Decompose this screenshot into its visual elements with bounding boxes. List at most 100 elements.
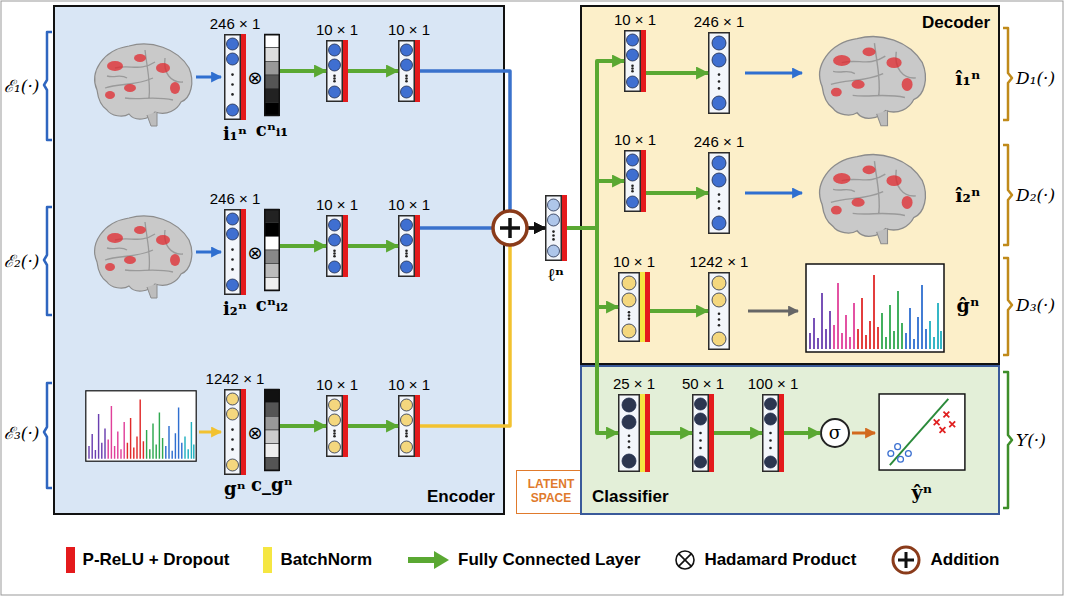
connector [420,228,545,229]
ellipsis-dot [231,448,234,451]
legend-swatch [66,547,75,573]
legend-symbol [674,549,696,571]
unit [712,96,726,110]
prelu-bar [779,394,784,472]
dimension-label: 246 × 1 [694,133,744,150]
vector-graphic [398,40,420,102]
weight-cell [265,61,280,75]
weight-cell [265,102,280,116]
ellipsis-dot [631,187,634,190]
vector-graphic [762,394,784,472]
vector-layer: 1242 × 1gⁿ [224,389,246,475]
unit [712,173,726,187]
prelu-bar [645,272,650,342]
ellipsis-dot [631,70,634,73]
dimension-label: 10 × 1 [614,11,656,28]
weight-graphic [264,209,280,291]
panel: Classifier25 × 150 × 1100 × 1σ [580,365,1000,515]
dimension-label: 10 × 1 [316,196,358,213]
unit [227,459,239,471]
ellipsis-dot [333,252,336,255]
ellipsis-dot [405,432,408,435]
unit [712,293,726,307]
connector [650,311,708,312]
vector-layer: 10 × 1 [398,215,420,277]
unit [765,413,777,425]
legend-text: Fully Connected Layer [458,550,640,570]
connector-line [527,227,545,230]
ellipsis-dot [231,93,234,96]
panel-title: Classifier [592,487,669,507]
ellipsis-dot [405,80,408,83]
ellipsis-dot [718,324,721,327]
weight-cell [265,389,280,403]
unit [401,219,413,231]
unit [548,199,560,211]
ellipsis-dot [628,318,631,321]
weight-cell [265,250,280,264]
legend-text: Addition [930,550,999,570]
connector-line [420,71,510,211]
prelu-bar [415,215,420,277]
vector-symbol: cⁿᵢ₂ [256,294,289,315]
legend-text: BatchNorm [280,550,372,570]
unit [622,293,636,307]
dimension-label: 10 × 1 [388,196,430,213]
connector-line [348,244,398,248]
unit [627,34,639,46]
brackets [44,28,1012,508]
ellipsis-dot [631,67,634,70]
fc-arrow-symbol [406,549,450,571]
connector [567,228,618,307]
vector-symbol: ℓⁿ [548,264,564,286]
vector-graphic [326,40,348,102]
unit [227,104,239,116]
legend-text: P-ReLU + Dropout [83,550,230,570]
vector-symbol: c_gⁿ [251,474,293,495]
ellipsis-dot [333,250,336,253]
unit [712,156,726,170]
unit [227,228,239,240]
prelu-bar [241,34,246,120]
vector-layer: 10 × 1 [398,40,420,102]
output-symbol: ĝⁿ [956,294,979,316]
ellipsis-dot [718,200,721,203]
ellipsis-dot [699,432,702,435]
ellipsis-dot [631,190,634,193]
weight-cell [265,209,280,223]
ellipsis-dot [769,447,772,450]
vector-graphic [708,152,730,234]
connector [280,426,326,427]
input-arrows [196,73,875,433]
hadamard-symbol: ⊗ [247,67,262,88]
dimension-label: 246 × 1 [210,15,260,32]
connector-line [280,424,326,428]
unit [627,154,639,166]
vector-frame [225,390,241,475]
vector-frame [693,395,709,472]
unit [401,399,413,411]
hadamard-symbol: ⊗ [247,242,262,263]
output-symbol: î₂ⁿ [955,184,980,206]
ellipsis-dot [628,311,631,314]
unit [765,398,777,410]
unit [329,86,341,98]
weight-cell [265,75,280,89]
encoder-name: ℰ₁(·) [4,74,39,97]
weight-cell [265,89,280,103]
vector-graphic [708,272,730,350]
vector-frame [327,41,343,102]
weight-cell [265,277,280,291]
unit [329,261,341,273]
dimension-label: 10 × 1 [388,376,430,393]
connector-line [348,69,398,73]
vector-graphic [618,394,650,472]
ellipsis-dot [333,435,336,438]
legend-item: P-ReLU + Dropout [66,547,230,573]
ellipsis-dot [718,207,721,210]
vector-frame [225,210,241,295]
